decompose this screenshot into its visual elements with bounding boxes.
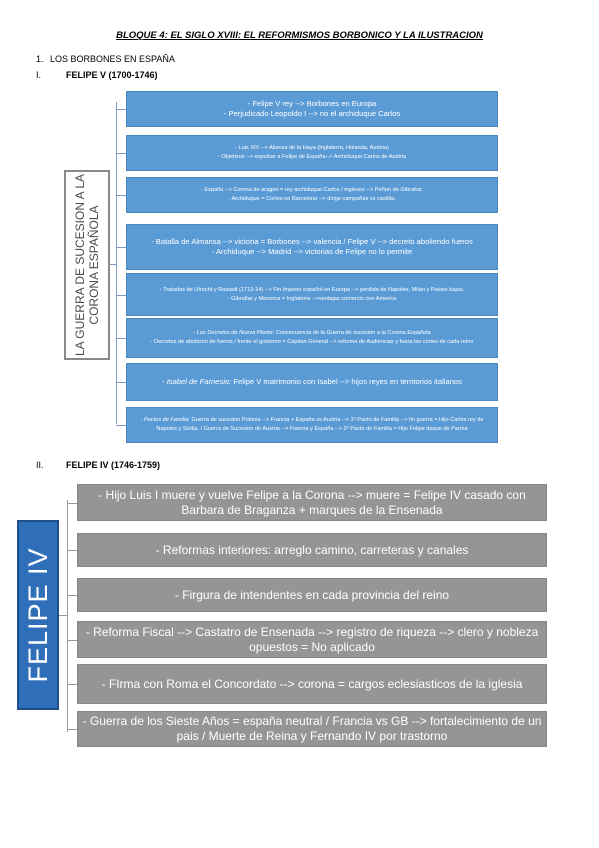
- info-box: - Batalla de Almansa --> victoria = Borb…: [126, 224, 498, 270]
- connector-branch: [116, 153, 126, 154]
- section-text: LOS BORBONES EN ESPAÑA: [50, 54, 175, 64]
- info-box: - Felipe V rey --> Borbones en Europa- P…: [126, 91, 498, 127]
- connector-branch: [116, 294, 126, 296]
- info-box: - Los Decretos de Nueva Planta: Consecue…: [126, 318, 498, 358]
- connector-branch: [67, 502, 77, 504]
- document-title: BLOQUE 4: EL SIGLO XVIII: EL REFORMISMOS…: [116, 30, 483, 41]
- info-box-line: - Luis XIV --> Alianza de la Haya (Ingla…: [235, 145, 389, 151]
- connector-branch: [67, 595, 77, 596]
- reform-box: - FIrma con Roma el Concordato --> coron…: [77, 664, 547, 704]
- info-box-topic: Los Decretos de Nueva Planta:: [196, 330, 275, 336]
- connector-stub: [110, 264, 116, 265]
- connector-stub: [59, 615, 67, 616]
- reform-box-text: - Firgura de intendentes en cada provinc…: [174, 587, 450, 602]
- reform-box: - Hijo Luis I muere y vuelve Felipe a la…: [77, 484, 547, 521]
- reform-box: - Reforma Fiscal --> Castatro de Ensenad…: [77, 621, 547, 658]
- connector-branch: [116, 247, 126, 248]
- connector-branch: [116, 195, 126, 196]
- info-box-text: Felipe V matrimonio con Isabel --> hijos…: [233, 377, 462, 386]
- subsection-number: I.: [36, 70, 42, 80]
- info-box-line: - España --> Corona de aragon = rey arch…: [200, 187, 424, 193]
- reform-box-text: - Guerra de los Sieste Años = españa neu…: [82, 714, 542, 743]
- subsection-text: FELIPE V (1700-1746): [66, 70, 158, 80]
- connector-branch: [116, 425, 126, 426]
- reform-box: - Firgura de intendentes en cada provinc…: [77, 578, 547, 612]
- felipe-iv-label-text: FELIPE IV: [23, 547, 53, 683]
- info-box-line: - Perjudicado Leopoldo I --> no el archi…: [223, 109, 401, 118]
- info-box: - España --> Corona de aragon = rey arch…: [126, 177, 498, 213]
- info-box-line: - Gibraltar y Menorca = Inglaterra -->ve…: [227, 295, 397, 302]
- guerra-sucesion-label: LA GUERRA DE SUCESION A LA CORONA ESPAÑO…: [64, 170, 110, 360]
- subsection-text: FELIPE IV (1746-1759): [66, 460, 161, 470]
- reform-box-text: - Reforma Fiscal --> Castatro de Ensenad…: [85, 624, 539, 654]
- info-box: - Luis XIV --> Alianza de la Haya (Ingla…: [126, 135, 498, 171]
- info-box-line: - Felipe V rey --> Borbones en Europa: [247, 99, 377, 108]
- info-box-line: - Tratados de Utrecht y Rastadt (1713-14…: [159, 286, 465, 293]
- guerra-sucesion-label-text: LA GUERRA DE SUCESION A LA CORONA ESPAÑO…: [73, 173, 101, 357]
- connector-vertical: [116, 102, 117, 424]
- info-box: - Isabel de Farnesio: Felipe V matrimoni…: [126, 363, 498, 401]
- info-box-line: - Pactos de Familia: Guerra de sucesion …: [140, 417, 484, 432]
- reform-box: - Reformas interiores: arreglo camino, c…: [77, 533, 547, 567]
- info-box-line: - Objetivos --> expulsar a Felipe de Esp…: [217, 154, 407, 160]
- info-box-line: - Isabel de Farnesio: Felipe V matrimoni…: [162, 377, 462, 386]
- reform-box-text: - FIrma con Roma el Concordato --> coron…: [101, 676, 523, 691]
- felipe-iv-label: FELIPE IV: [17, 520, 59, 710]
- info-box-topic: Pactos de Familia:: [143, 417, 190, 423]
- connector-branch: [67, 639, 77, 641]
- connector-branch: [67, 684, 77, 685]
- info-box-line: - Los Decretos de Nueva Planta: Consecue…: [193, 330, 431, 336]
- info-box-line: - Archiduque --> Madrid --> victorias de…: [211, 247, 413, 256]
- section-number: 1.: [36, 54, 44, 64]
- reform-box: - Guerra de los Sieste Años = españa neu…: [77, 711, 547, 747]
- info-box: - Pactos de Familia: Guerra de sucesion …: [126, 407, 498, 443]
- info-box-text: Guerra de sucesion Polonia --> Francia +…: [156, 417, 484, 432]
- subsection-number: II.: [36, 460, 44, 470]
- connector-branch: [67, 729, 77, 730]
- connector-branch: [116, 382, 126, 383]
- info-box-line: - Decretos de abolicion de fueros / fren…: [150, 339, 474, 345]
- info-box-line: - Batalla de Almansa --> victoria = Borb…: [151, 237, 473, 246]
- info-box-text: Consecuencia de la Guerra de sucesion a …: [275, 330, 431, 336]
- info-box-topic: Isabel de Farnesio:: [166, 377, 232, 386]
- connector-branch: [67, 550, 77, 551]
- connector-vertical: [67, 500, 68, 732]
- info-box: - Tratados de Utrecht y Rastadt (1713-14…: [126, 273, 498, 316]
- info-box-line: - Archiduque = Cortes en Barcelona --> d…: [228, 196, 396, 202]
- reform-box-text: - Reformas interiores: arreglo camino, c…: [155, 542, 469, 557]
- connector-branch: [116, 109, 126, 110]
- connector-branch: [116, 338, 126, 339]
- reform-box-text: - Hijo Luis I muere y vuelve Felipe a la…: [98, 487, 526, 517]
